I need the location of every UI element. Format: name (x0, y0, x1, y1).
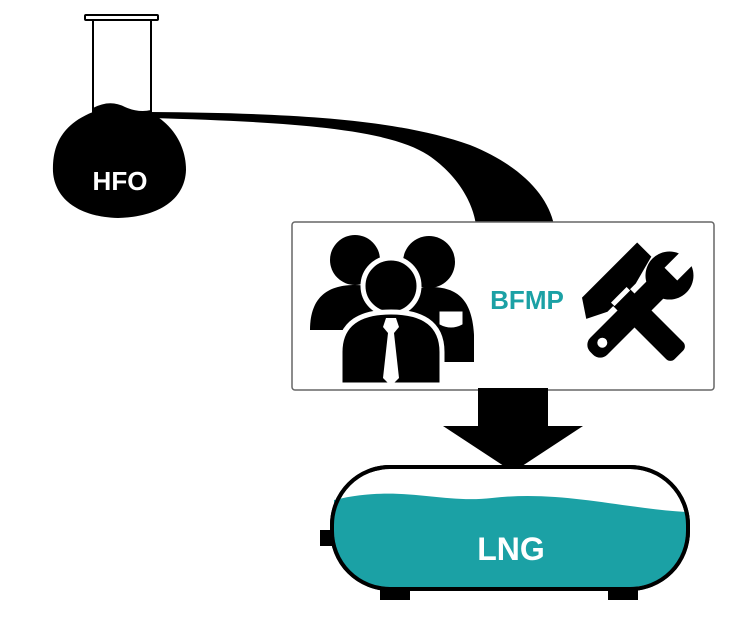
flask-icon: HFO (52, 14, 187, 218)
down-arrow (443, 388, 583, 472)
lng-tank-icon: LNG (320, 465, 690, 600)
people-group-icon (310, 235, 474, 388)
wrench-hammer-icon (582, 242, 696, 361)
hfo-label: HFO (93, 166, 148, 196)
lng-label: LNG (477, 531, 545, 567)
flow-arrow-curve (150, 112, 554, 225)
bfmp-label: BFMP (490, 285, 564, 315)
